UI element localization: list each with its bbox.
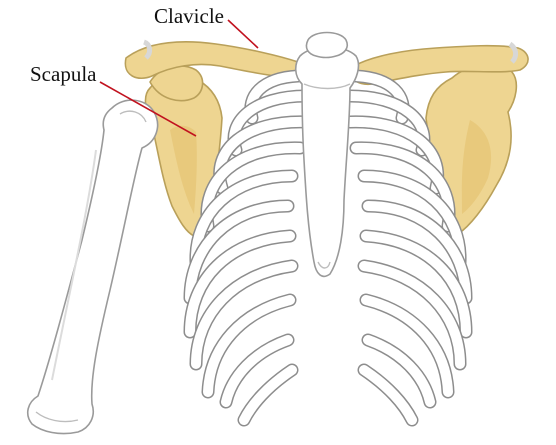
vertebra-top (306, 33, 347, 58)
scapula-label: Scapula (30, 62, 97, 86)
humerus (28, 100, 158, 433)
clavicle-leader-line (228, 20, 258, 48)
clavicle-label: Clavicle (154, 4, 224, 28)
sternum (296, 47, 359, 276)
